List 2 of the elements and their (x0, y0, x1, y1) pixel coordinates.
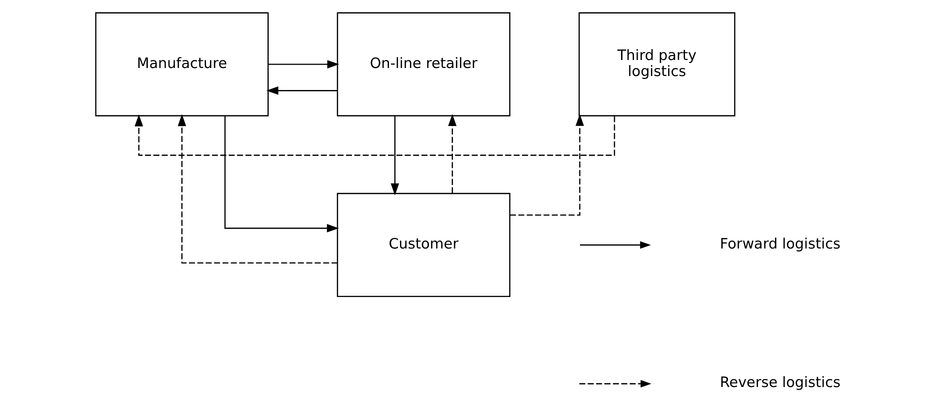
legend-label: Forward logistics (720, 236, 840, 253)
legend-label: Reverse logistics (720, 374, 840, 391)
